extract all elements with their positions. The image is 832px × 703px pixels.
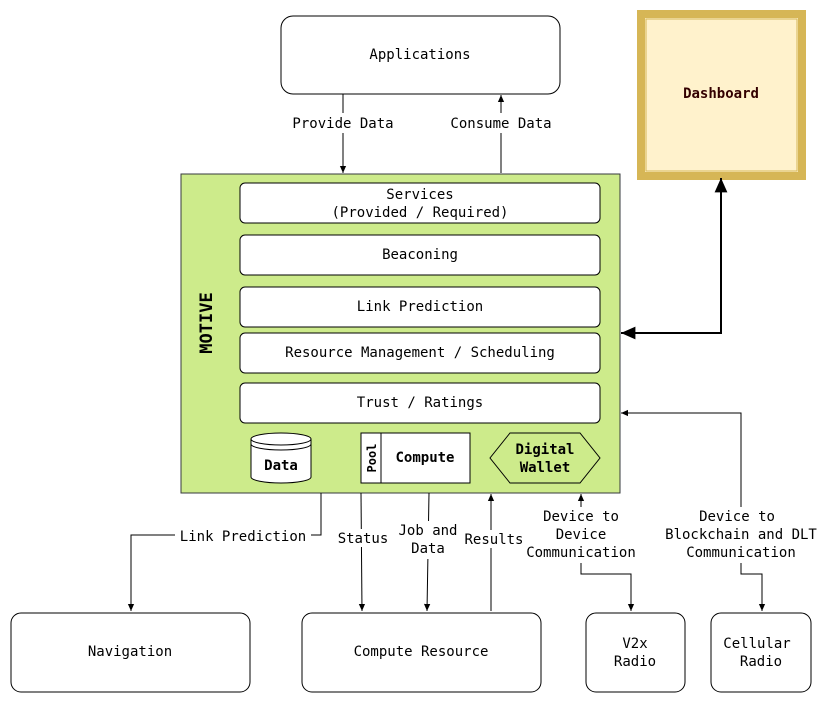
- device-to-blockchain-label-bg: [659, 507, 823, 563]
- resource-management-box: [239, 332, 601, 374]
- provide-data-label: Provide Data: [292, 116, 393, 132]
- resource-management-label: Resource Management / Scheduling: [285, 345, 555, 361]
- beaconing-label: Beaconing: [382, 247, 458, 263]
- results-label-bg: [460, 530, 528, 548]
- trust-ratings-box: [239, 382, 601, 424]
- digital-wallet-label: Digital: [515, 442, 574, 458]
- v2x-radio-label: V2x: [622, 636, 647, 652]
- compute-box: [360, 432, 471, 484]
- dashboard-inner-border: [645, 18, 798, 172]
- data-store-label: Data: [264, 458, 298, 474]
- job-and-data-label: Job and: [398, 523, 457, 539]
- cellular-radio-label: Cellular: [723, 636, 790, 652]
- consume-data-label: Consume Data: [450, 116, 551, 132]
- link-prediction-edge: [127, 493, 322, 611]
- navigation-label: Navigation: [88, 644, 172, 660]
- digital-wallet-label-2: Wallet: [520, 460, 571, 476]
- compute-resource-label: Compute Resource: [354, 644, 489, 660]
- device-to-device-label-3: Communication: [526, 545, 636, 561]
- link-prediction-box: [239, 286, 601, 328]
- dashboard-label: Dashboard: [683, 86, 759, 102]
- device-to-device-label-2: Device: [556, 527, 607, 543]
- cellular-radio-label-2: Radio: [740, 654, 782, 670]
- job-and-data-label-2: Data: [411, 541, 445, 557]
- link-prediction-edge-label-bg: [175, 527, 311, 545]
- status-edge: [358, 492, 366, 612]
- device-to-device-label: Device to: [543, 509, 619, 525]
- compute-label: Compute: [395, 450, 454, 466]
- dashboard-edge: [621, 178, 728, 340]
- device-to-blockchain-label: Device to: [699, 509, 775, 525]
- services-box: [239, 182, 601, 224]
- device-to-blockchain-edge: [621, 409, 766, 611]
- applications-label: Applications: [369, 47, 470, 63]
- device-to-blockchain-label-3: Communication: [686, 545, 796, 561]
- applications-box: [280, 15, 561, 95]
- pool-label: Pool: [365, 444, 379, 473]
- digital-wallet-hexagon: [489, 432, 601, 484]
- services-label: Services: [386, 187, 453, 203]
- provide-data-label-bg: [288, 113, 398, 133]
- compute-resource-box: [301, 612, 542, 693]
- status-label: Status: [338, 531, 389, 547]
- consume-data-label-bg: [446, 113, 556, 133]
- navigation-box: [10, 612, 251, 693]
- dashboard-outer-box: [637, 10, 806, 180]
- status-label-bg: [335, 529, 391, 547]
- motive-label: MOTIVE: [197, 292, 217, 353]
- job-and-data-label-bg: [395, 521, 461, 559]
- services-sublabel: (Provided / Required): [331, 205, 508, 221]
- v2x-radio-box: [585, 612, 686, 693]
- device-to-blockchain-label-2: Blockchain and DLT: [665, 527, 817, 543]
- beaconing-box: [239, 234, 601, 276]
- data-store-cylinder: [250, 432, 312, 484]
- v2x-radio-label-2: Radio: [614, 654, 656, 670]
- results-label: Results: [464, 532, 523, 548]
- link-prediction-label: Link Prediction: [357, 299, 483, 315]
- link-prediction-edge-label: Link Prediction: [180, 529, 306, 545]
- trust-ratings-label: Trust / Ratings: [357, 395, 483, 411]
- cellular-radio-box: [710, 612, 812, 693]
